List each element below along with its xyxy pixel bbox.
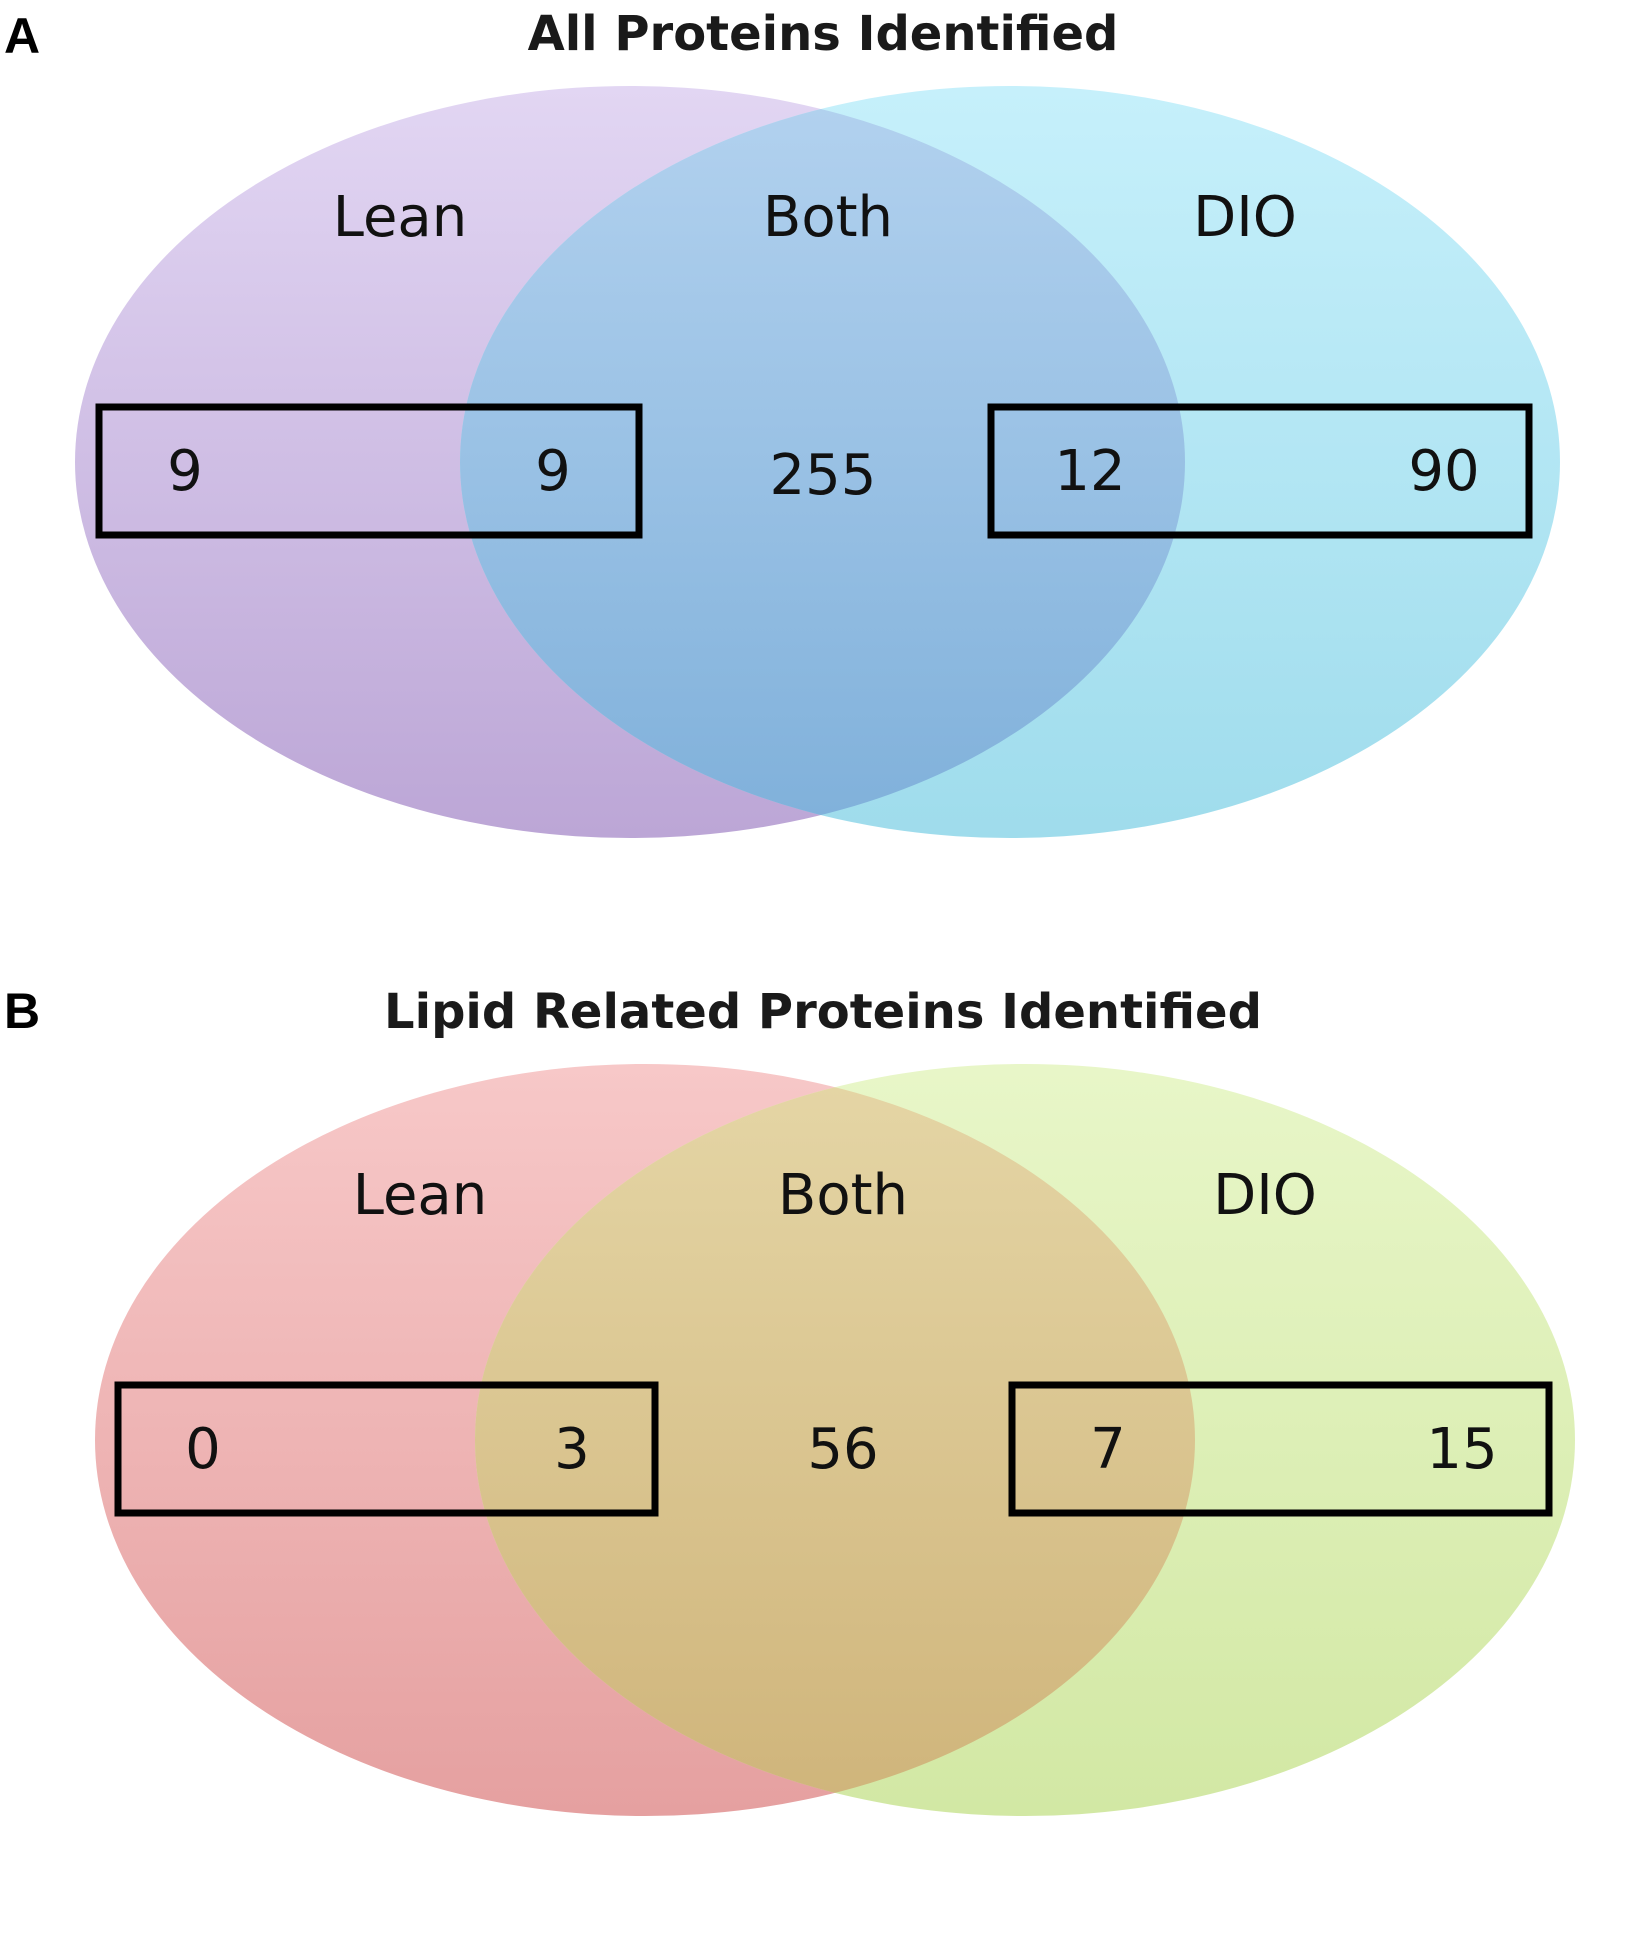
dio-highlight-box [987,403,1533,539]
both-label: Both [763,185,893,250]
both-count: 56 [807,1417,878,1482]
overlap-region [460,86,1185,838]
lean-overlap-count: 3 [554,1417,590,1482]
both-count: 255 [770,443,877,508]
panel-letter: B [4,983,40,1039]
lean-overlap-count: 9 [535,439,571,504]
dio-overlap-count: 7 [1090,1417,1126,1482]
dio-label: DIO [1193,185,1297,250]
diagram-title: All Proteins Identified [528,6,1119,62]
lean-highlight-box [95,403,643,539]
dio-only-count: 90 [1408,439,1479,504]
dio-overlap-count: 12 [1054,439,1125,504]
lean-label: Lean [353,1163,487,1228]
dio-only-count: 15 [1426,1417,1497,1482]
lean-label: Lean [333,185,467,250]
both-label: Both [778,1163,908,1228]
panel-letter: A [4,8,40,64]
dio-highlight-box [1008,1381,1553,1517]
venn-panel-a: A All Proteins Identified Lean Both DIO … [4,6,1560,838]
lean-highlight-box [114,1381,659,1517]
venn-panel-b: B Lipid Related Proteins Identified Lean… [0,978,1646,1958]
dio-label: DIO [1213,1163,1317,1228]
overlap-region [475,1064,1195,1816]
venn-diagram-b: B Lipid Related Proteins Identified Lean… [4,983,1575,1816]
lean-only-count: 0 [185,1417,221,1482]
venn-diagram-a: A All Proteins Identified Lean Both DIO … [4,6,1560,838]
diagram-title: Lipid Related Proteins Identified [384,984,1262,1040]
lean-only-count: 9 [167,439,203,504]
